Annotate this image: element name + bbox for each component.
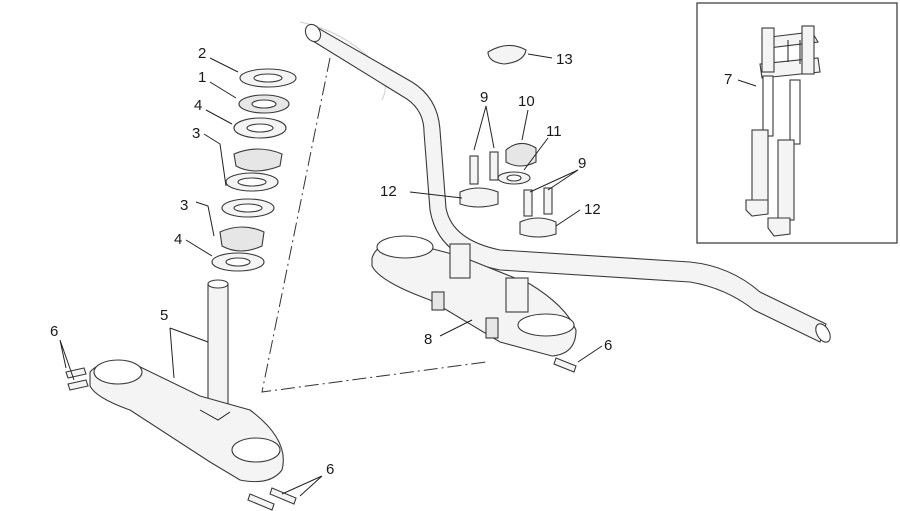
callout-10: 10 xyxy=(518,93,535,110)
callout-11: 11 xyxy=(546,123,562,140)
callout-labels: 2 1 4 3 3 4 5 6 6 9 10 11 9 12 12 8 6 13 xyxy=(50,45,612,478)
fork-inset: 7 xyxy=(696,2,898,244)
callout-7: 7 xyxy=(724,71,732,88)
cap-and-washer xyxy=(497,142,537,185)
callout-3-lower: 3 xyxy=(180,197,188,214)
callout-5: 5 xyxy=(160,307,168,324)
steering-stack xyxy=(211,68,297,272)
leader-lines xyxy=(59,53,603,497)
callout-12-right: 12 xyxy=(584,201,601,218)
callout-3-upper: 3 xyxy=(192,125,200,142)
callout-9-upper: 9 xyxy=(480,89,488,106)
front-fork-assembly xyxy=(745,25,821,237)
callout-9-lower: 9 xyxy=(578,155,586,172)
callout-1: 1 xyxy=(198,69,206,86)
callout-2: 2 xyxy=(198,45,206,62)
screws xyxy=(469,151,553,217)
callout-6-left: 6 xyxy=(50,323,58,340)
bolts-lower xyxy=(247,487,297,511)
callout-13: 13 xyxy=(556,51,573,68)
callout-6-lower: 6 xyxy=(326,461,334,478)
bolt-right xyxy=(553,357,577,373)
callout-4-upper: 4 xyxy=(194,97,202,114)
callout-12-left: 12 xyxy=(380,183,397,200)
lower-triple-clamp xyxy=(89,279,284,483)
upper-triple-clamp xyxy=(371,235,577,357)
cover-plug xyxy=(487,44,527,65)
callout-6-right: 6 xyxy=(604,337,612,354)
bolts-left xyxy=(65,367,89,391)
handlebar xyxy=(299,21,831,343)
callout-8: 8 xyxy=(424,331,432,348)
riser-clamps xyxy=(459,187,557,238)
callout-4-lower: 4 xyxy=(174,231,182,248)
leader-7 xyxy=(737,79,757,87)
assembly-guide-line xyxy=(261,57,487,393)
